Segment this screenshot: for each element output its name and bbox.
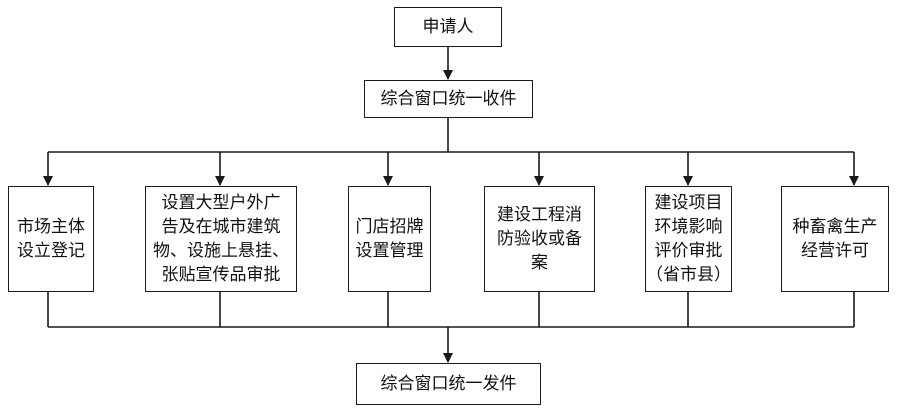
process-node-outdoor-advertising-approval: 设置大型户外广 告及在城市建筑 物、设施上悬挂、 张贴宣传品审批 [145, 186, 297, 292]
dispatch-node: 综合窗口统一发件 [356, 363, 541, 405]
process-node-environmental-assessment: 建设项目 环境影响 评价审批 （省市县） [645, 186, 732, 292]
applicant-node: 申请人 [394, 7, 502, 47]
process-node-fire-acceptance: 建设工程消 防验收或备 案 [484, 186, 595, 292]
process-node-shop-signboard-management: 门店招牌 设置管理 [348, 186, 431, 292]
receive-node: 综合窗口统一收件 [364, 80, 533, 118]
process-node-livestock-license: 种畜禽生产 经营许可 [781, 186, 889, 292]
process-node-market-entity-registration: 市场主体 设立登记 [8, 186, 94, 292]
